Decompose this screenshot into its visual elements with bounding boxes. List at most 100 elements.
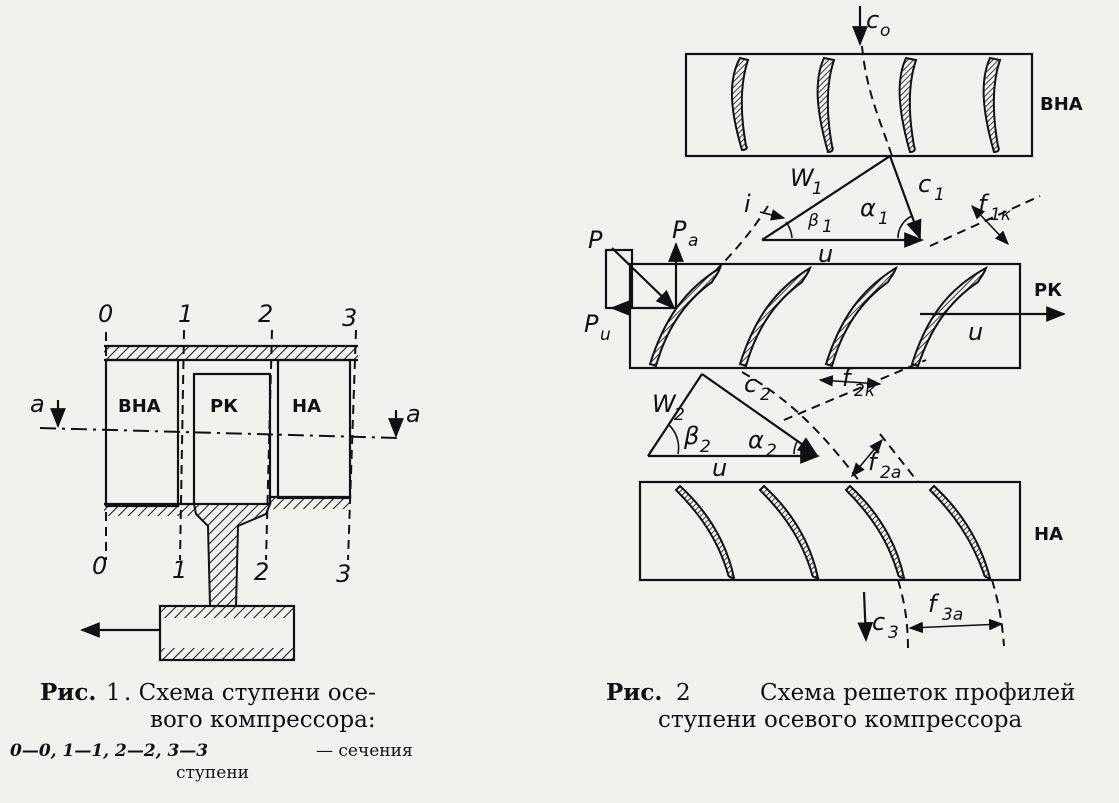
fig2-label-u-top: u — [818, 240, 833, 268]
fig2-label-beta2: β — [683, 422, 699, 450]
fig2-label-u-rk: u — [968, 318, 983, 346]
fig2-alpha2-arc — [793, 439, 799, 455]
fig2-beta2-arc — [667, 423, 680, 455]
fig1-caption-line2: вого компрессора: — [150, 707, 376, 733]
fig2-caption-line1: Схема решеток профилей — [760, 680, 1075, 706]
fig2-force-p — [611, 247, 676, 310]
fig2-caption-line2: ступени осевого компрессора — [658, 707, 1023, 733]
fig2-label-p: P — [588, 226, 603, 254]
fig2-f2k-extension — [783, 359, 927, 421]
fig2-rk-blade — [910, 265, 988, 368]
fig1-section-bottom-2: 2 — [254, 558, 269, 586]
fig1-section-top-3: 3 — [342, 304, 357, 332]
fig1-vna-block — [104, 358, 180, 508]
fig2-f2a-dim — [851, 438, 883, 478]
fig1-caption-number: 1 — [106, 680, 121, 706]
fig2-beta1-arc — [785, 221, 793, 239]
fig2-row-label-rk: РК — [1034, 280, 1062, 301]
fig2-label-c2-sub: 2 — [760, 385, 771, 405]
fig1-cut-label-left: a — [30, 390, 45, 418]
fig2-label-u-bottom: u — [712, 454, 727, 482]
fig2-label-beta1: β — [807, 211, 819, 231]
fig2-na-blade — [758, 484, 820, 580]
fig2-label-c3-sub: 3 — [888, 623, 899, 643]
fig2-label-c3: c — [872, 608, 885, 636]
fig2-na-blade — [674, 484, 736, 580]
fig2-exit-dashed-2 — [991, 579, 1005, 647]
fig2-outlet-dashed — [741, 371, 861, 483]
fig1-section-top-1: 1 — [178, 300, 193, 328]
fig2-row-label-na: НА — [1034, 524, 1063, 545]
fig1-section-bottom-0: 0 — [92, 552, 107, 580]
fig1-na-block — [276, 358, 352, 500]
fig2-c1-vector — [888, 155, 922, 240]
fig2-force-frame — [604, 248, 634, 310]
fig2-label-beta1-sub: 1 — [822, 217, 833, 237]
fig1-legend-text1: — сечения — [316, 741, 413, 761]
fig2-f2a-extension — [879, 433, 919, 483]
fig1-section-top-2: 2 — [258, 300, 273, 328]
fig1-section-2 — [265, 329, 273, 561]
fig1-rk-block — [192, 372, 272, 506]
fig2-label-f2a-sub: 2a — [880, 463, 901, 483]
fig1-section-bottom-3: 3 — [336, 560, 351, 588]
fig2-label-c2: c — [744, 370, 757, 398]
fig1-casing-top — [104, 346, 358, 360]
fig2-vna-blade — [731, 56, 750, 152]
fig1-caption-prefix: Рис. — [40, 679, 96, 706]
fig2-na-blade — [844, 484, 906, 580]
fig2-label-f1k-sub: 1к — [990, 205, 1012, 225]
fig2-label-pu-sub: u — [600, 325, 611, 345]
fig1-cut-label-right: a — [406, 400, 421, 428]
fig2-label-c0: c — [866, 6, 879, 34]
fig2-na-blade — [928, 484, 992, 580]
fig2-rk-blade — [824, 265, 898, 368]
fig2-label-pa-sub: a — [688, 231, 698, 251]
fig2-f2k-dim — [818, 375, 882, 389]
fig2-vna-blade — [898, 56, 918, 154]
fig2-label-pu: P — [584, 310, 599, 338]
fig2-label-f1k: f — [978, 190, 990, 218]
fig2-f1k-dim — [971, 204, 1009, 246]
fig2-caption-number: 2 — [676, 680, 691, 706]
fig1-section-3 — [347, 329, 357, 561]
fig1-hub-right — [270, 497, 350, 509]
fig2-rk-blade — [648, 265, 722, 368]
fig2-label-pa: P — [672, 216, 687, 244]
fig1-zone-rk: РК — [210, 396, 238, 417]
fig2-label-f2a: f — [868, 448, 880, 476]
fig2-alpha1-arc — [897, 215, 913, 239]
fig2-f3a-dim — [908, 618, 1004, 634]
fig1-disk — [192, 503, 272, 607]
fig1-stage-schematic: a a 0 1 2 3 0 1 2 3 ВНА РК НА — [30, 300, 421, 662]
fig2-label-f3a-sub: 3a — [942, 605, 963, 625]
fig2-label-beta2-sub: 2 — [700, 437, 711, 457]
fig2-label-w2-sub: 2 — [674, 405, 685, 425]
fig2-row-na — [638, 480, 1022, 582]
fig2-row-label-vna: ВНА — [1040, 94, 1083, 115]
fig1-cut-line — [39, 427, 399, 439]
fig1-section-top-0: 0 — [98, 300, 113, 328]
fig2-vna-blade — [816, 56, 836, 154]
fig1-zone-vna: ВНА — [118, 396, 161, 417]
fig1-caption: Рис. 1 . Схема ступени осе- вого компрес… — [10, 679, 413, 783]
fig1-section-1 — [179, 329, 185, 561]
fig1-caption-line1: . Схема ступени осе- — [124, 680, 376, 706]
fig2-exit-dashed — [897, 579, 909, 651]
fig2-w2-vector — [647, 373, 703, 457]
fig2-c3-arrow — [857, 591, 874, 642]
fig2-w1-vector — [761, 155, 891, 241]
fig2-rk-blade — [738, 265, 812, 368]
fig2-label-w1: W — [790, 164, 815, 192]
fig2-label-f3a: f — [928, 590, 940, 618]
fig2-label-c1: c — [918, 170, 931, 198]
fig2-label-w2: W — [652, 390, 677, 418]
fig1-legend-text2: ступени — [176, 763, 249, 783]
fig1-zone-na: НА — [292, 396, 321, 417]
fig2-streamline — [861, 45, 893, 157]
fig2-row-vna — [684, 52, 1034, 158]
fig2-label-alpha1: α — [860, 194, 876, 222]
fig1-section-bottom-1: 1 — [172, 556, 187, 584]
